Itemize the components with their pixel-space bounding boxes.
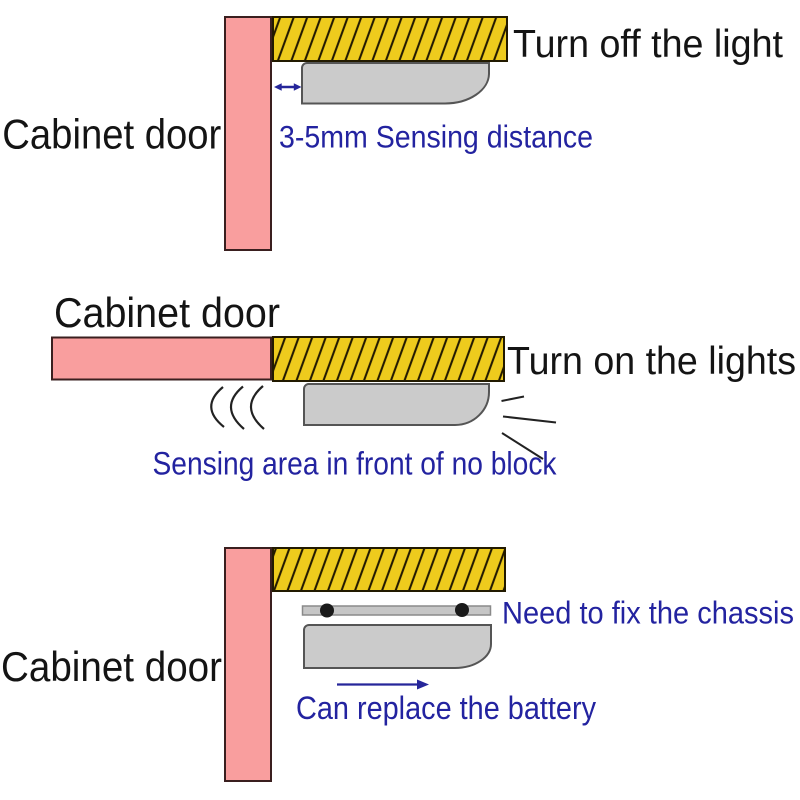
svg-text:Can replace the battery: Can replace the battery — [296, 690, 597, 726]
svg-text:Cabinet door: Cabinet door — [1, 643, 222, 690]
svg-text:3-5mm Sensing distance: 3-5mm Sensing distance — [279, 119, 593, 155]
svg-text:Need to fix the chassis: Need to fix the chassis — [502, 595, 794, 631]
svg-text:Sensing area in front of no bl: Sensing area in front of no block — [153, 446, 558, 482]
svg-text:Turn on the lights: Turn on the lights — [507, 340, 796, 383]
svg-text:Turn off the light: Turn off the light — [513, 23, 783, 66]
svg-text:Cabinet door: Cabinet door — [2, 111, 221, 158]
svg-text:Cabinet door: Cabinet door — [54, 289, 280, 336]
